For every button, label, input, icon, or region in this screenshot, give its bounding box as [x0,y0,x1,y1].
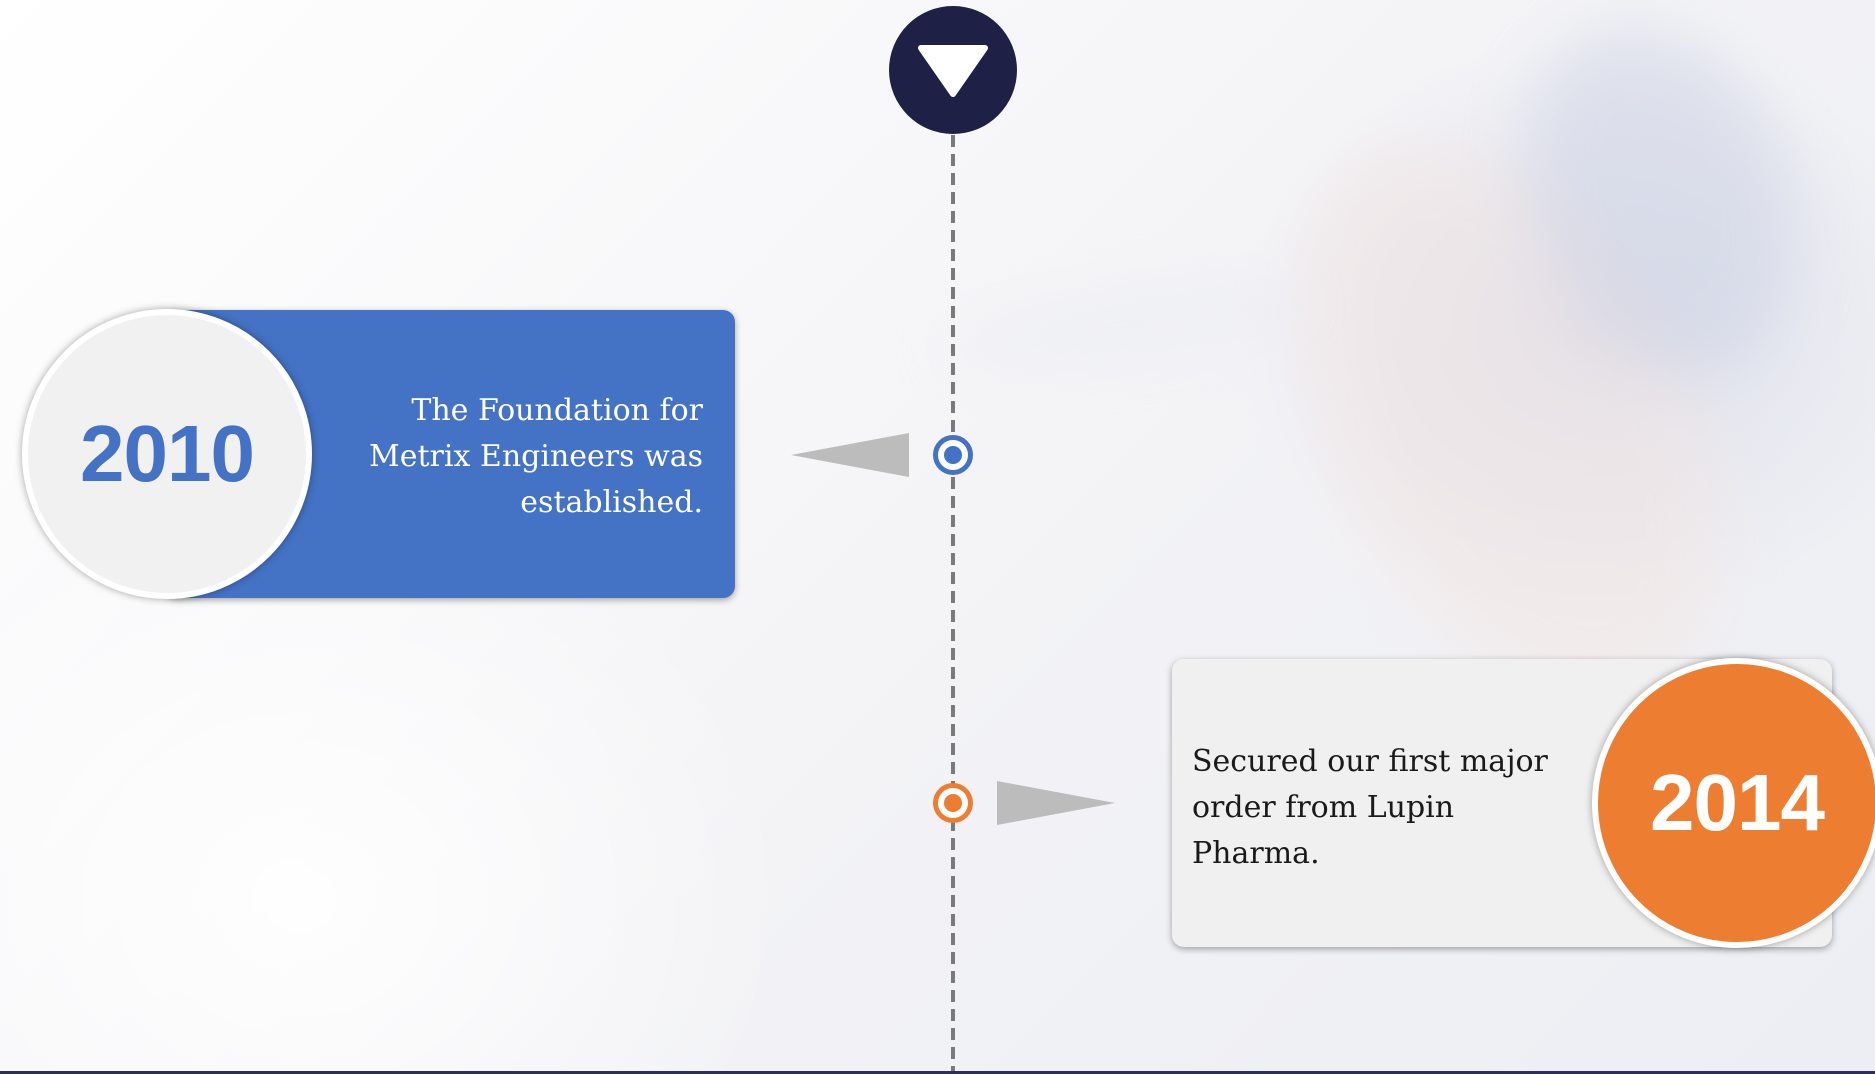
year-badge-2010: 2010 [22,309,312,599]
bottom-border [0,1071,1875,1074]
year-label: 2010 [80,409,255,498]
timeline-node-dot [944,794,962,812]
year-label: 2014 [1650,758,1825,847]
timeline-start-node [889,6,1017,134]
timeline-node-2010 [933,435,973,475]
timeline-dashed-line [951,135,955,1074]
event-description-2010: The Foundation for Metrix Engineers was … [369,393,703,520]
timeline-node-2014 [933,783,973,823]
triangle-down-icon [918,45,988,97]
year-badge-2014: 2014 [1592,658,1875,948]
pointer-arrow-right-icon [997,781,1115,825]
event-description-2014: Secured our first major order from Lupin… [1192,744,1548,871]
background-blur-shape [938,275,1302,375]
timeline-node-dot [944,446,962,464]
pointer-arrow-left-icon [791,433,909,477]
